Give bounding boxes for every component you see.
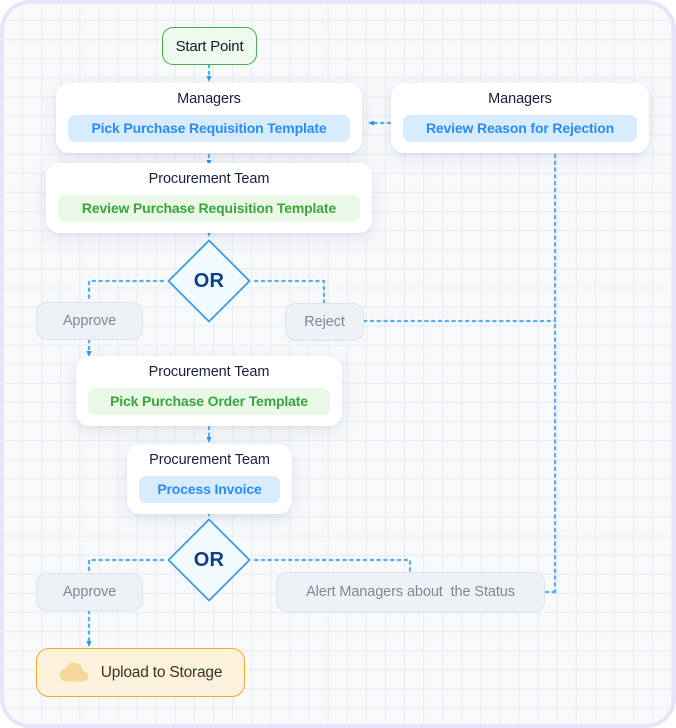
node-role-label: Procurement Team [148,171,270,187]
node-review-purchase-requisition[interactable]: Procurement Team Review Purchase Requisi… [46,163,372,234]
node-role-label: Procurement Team [148,364,270,380]
gateway-label: OR [193,548,225,571]
approve-label: Approve [62,584,117,600]
node-action-chip[interactable]: Pick Purchase Order Template [88,387,330,416]
node-process-invoice[interactable]: Procurement Team Process Invoice [127,444,292,515]
node-alert-managers[interactable]: Alert Managers about the Status [276,572,545,612]
node-role-label: Managers [177,91,241,107]
approve-label: Approve [62,313,117,329]
node-upload-to-storage[interactable]: Upload to Storage [36,648,245,697]
reject-label: Reject [304,314,345,330]
node-gateway-or-1[interactable]: OR [165,237,253,325]
node-start-point[interactable]: Start Point [162,27,257,65]
node-action-chip[interactable]: Process Invoice [139,475,280,504]
node-reject[interactable]: Reject [285,303,364,341]
upload-to-storage-label: Upload to Storage [100,663,223,681]
node-review-reason-for-rejection[interactable]: Managers Review Reason for Rejection [391,83,649,154]
node-pick-purchase-order[interactable]: Procurement Team Pick Purchase Order Tem… [76,356,342,427]
diamond-shape-icon [167,518,251,602]
node-action-chip[interactable]: Pick Purchase Requisition Template [68,114,350,143]
node-approve-2[interactable]: Approve [36,573,143,611]
cloud-icon [59,662,88,682]
node-action-chip[interactable]: Review Purchase Requisition Template [58,194,360,223]
alert-managers-label: Alert Managers about the Status [306,584,515,600]
node-role-label: Procurement Team [149,452,270,468]
node-pick-purchase-requisition[interactable]: Managers Pick Purchase Requisition Templ… [56,83,362,154]
gateway-label: OR [193,269,225,292]
start-point-label: Start Point [175,37,244,55]
node-role-label: Managers [488,91,552,107]
node-action-chip[interactable]: Review Reason for Rejection [403,114,637,143]
node-approve-1[interactable]: Approve [36,302,143,340]
node-gateway-or-2[interactable]: OR [165,516,253,604]
diamond-shape-icon [167,239,251,323]
